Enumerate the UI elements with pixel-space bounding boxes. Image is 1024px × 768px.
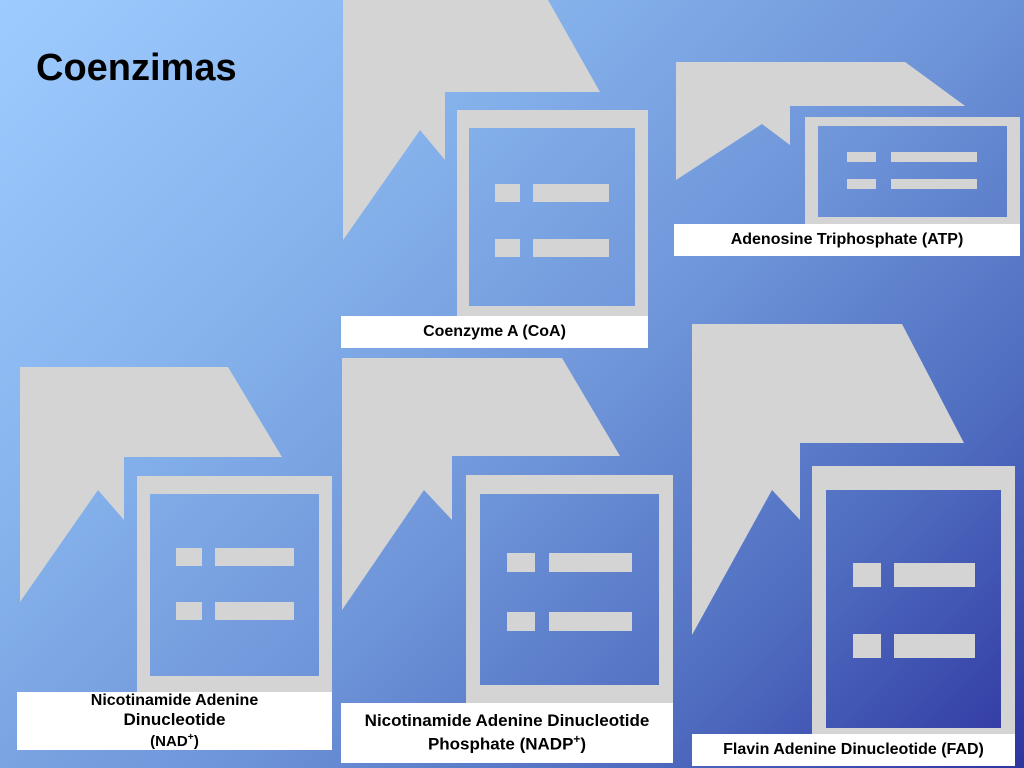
nad-label: Nicotinamide Adenine Dinucleotide (NAD+) [17, 692, 332, 750]
nad-label-line2: Dinucleotide (NAD+) [123, 710, 225, 750]
fad-label-text: Flavin Adenine Dinucleotide (FAD) [723, 741, 984, 759]
nad-close-paren: ) [193, 732, 199, 750]
fad-document-icon [812, 466, 1015, 742]
atp-document-icon [805, 117, 1020, 225]
nad-superscript: + [187, 730, 194, 743]
nad-abbrev-text: (NAD [150, 732, 188, 750]
nad-label-dinucleotide: Dinucleotide [123, 710, 226, 730]
nadp-label-line1: Nicotinamide Adenine Dinucleotide [364, 711, 650, 731]
nadp-label: Nicotinamide Adenine Dinucleotide Phosph… [341, 703, 673, 763]
fad-label: Flavin Adenine Dinucleotide (FAD) [692, 734, 1015, 766]
slide-title: Coenzimas [36, 47, 237, 89]
nad-label-line1: Nicotinamide Adenine [90, 692, 259, 710]
atp-label-text: Adenosine Triphosphate (ATP) [730, 231, 964, 249]
coa-document-icon [457, 110, 648, 318]
nadp-label-line2: Phosphate (NADP+) [428, 732, 586, 755]
nad-document-icon [137, 476, 332, 694]
nad-label-abbrev: (NAD+) [123, 731, 225, 751]
coa-label-text: Coenzyme A (CoA) [423, 323, 566, 341]
nadp-document-icon [466, 475, 673, 704]
coa-label: Coenzyme A (CoA) [341, 316, 648, 348]
nadp-close-paren: ) [580, 734, 587, 754]
nadp-superscript: + [573, 731, 581, 746]
nadp-label-phosphate: Phosphate (NADP [427, 734, 574, 754]
atp-label: Adenosine Triphosphate (ATP) [674, 224, 1020, 256]
